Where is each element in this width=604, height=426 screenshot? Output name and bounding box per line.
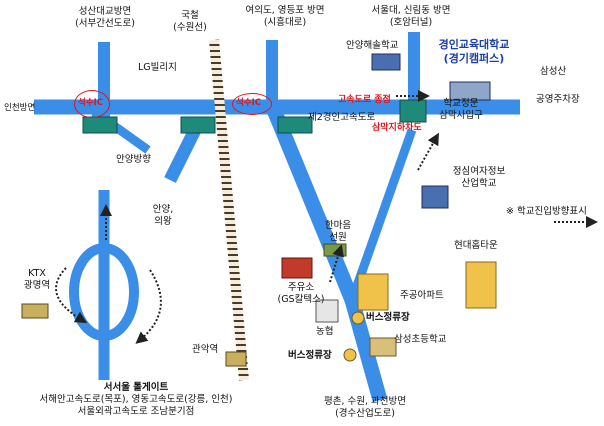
bus-stop-icon-right xyxy=(351,311,365,325)
label-hyundai-town: 현대홈타운 xyxy=(454,240,498,251)
label-school-gate: 학교정문 삼막사입구 xyxy=(439,98,483,121)
label-samseongsan: 삼성산 xyxy=(540,66,567,77)
jugong-apartment-building-icon xyxy=(357,273,389,311)
gyeongsu-road-west xyxy=(267,107,359,303)
nonghyup-building-icon xyxy=(315,299,339,323)
label-seoksu-ic-mid: 석수IC xyxy=(236,98,262,108)
label-park-lot: 공영주차장 xyxy=(536,94,580,105)
label-gukcheol: 국철 (수원선) xyxy=(173,10,207,33)
overpass-4 xyxy=(399,99,427,123)
gyeongsu-road-east xyxy=(347,128,417,302)
label-expressway-end: 고속도로 종점 xyxy=(338,95,391,105)
overpass-1 xyxy=(82,116,118,134)
campus-building-icon xyxy=(449,81,491,101)
label-direction-note: ※ 학교진입방향표시 xyxy=(506,206,587,217)
label-ktx: KTX 광명역 xyxy=(23,268,51,291)
seoksu-ic-left-marker xyxy=(74,90,110,118)
overpass-2 xyxy=(180,116,216,134)
label-incheon: 인천방면 xyxy=(4,103,36,113)
anyang-haesol-building-icon xyxy=(371,53,401,71)
overpass-3 xyxy=(277,116,313,134)
hanmaeum-temple-icon xyxy=(323,243,347,257)
label-samseong-elem: 삼성초등학교 xyxy=(394,334,447,345)
label-campus: 경인교육대학교 (경기캠퍼스) xyxy=(438,38,510,65)
entry-arrow-2 xyxy=(135,269,162,344)
hyundai-hometown-building-icon xyxy=(465,261,497,309)
label-yeouido: 여의도, 영등포 방면 (시흥대로) xyxy=(245,5,325,28)
label-seoksu-ic-left: 석수IC xyxy=(78,98,104,108)
railway-line xyxy=(209,39,249,381)
label-tollgate: 서서울 톨게이트 서해안고속도로(목포), 영동고속도로(강릉, 인천) 서울외… xyxy=(39,382,233,417)
entry-arrow-3 xyxy=(55,267,88,324)
label-seoul-univ: 서울대, 신림동 방면 (호암터널) xyxy=(371,5,451,28)
label-second-expressway: 제2경인고속도로 xyxy=(308,112,376,123)
label-lg-villa: LG빌리지 xyxy=(138,62,177,73)
label-sammak-underpass: 삼막지하차도 xyxy=(372,123,422,133)
label-seongsan: 성산대교방면 (서부간선도로) xyxy=(75,6,135,29)
label-bus-stop-left: 버스정류장 xyxy=(288,350,332,361)
label-anyang-uiwang: 안양, 의왕 xyxy=(152,204,174,227)
label-nonghyup: 농협 xyxy=(316,326,334,337)
seoksu-ic-mid-marker xyxy=(232,93,272,115)
jeongsim-school-building-icon xyxy=(421,185,449,209)
gas-station-icon xyxy=(281,257,313,279)
label-bus-stop-right: 버스정류장 xyxy=(366,312,410,323)
gwangmyeong-station-icon xyxy=(21,303,49,319)
label-anyang-haesol: 안양해솔학교 xyxy=(346,40,399,51)
label-jeongsim: 정심여자정보 산업학교 xyxy=(452,166,506,189)
label-anyang-dir: 안양방향 xyxy=(116,154,151,165)
samseong-elementary-icon xyxy=(369,337,397,357)
label-hanmaeum: 한마음 선원 xyxy=(324,220,352,243)
entry-arrow-5 xyxy=(417,132,439,171)
label-gas-station: 주유소 (GS칼텍스) xyxy=(277,282,325,305)
label-jugong: 주공아파트 xyxy=(400,290,444,301)
anyang-uiwang-road xyxy=(164,125,202,183)
label-pyeongchon: 평촌, 수원, 과천방면 (경수산업도로) xyxy=(324,396,406,419)
bus-stop-icon-left xyxy=(343,348,357,362)
label-gwanak-station: 관악역 xyxy=(192,344,219,355)
gwanak-station-icon xyxy=(225,351,247,367)
entry-arrow-4 xyxy=(329,244,344,283)
